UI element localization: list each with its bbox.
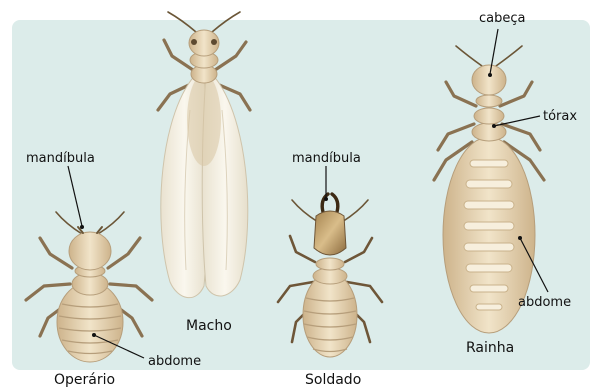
label-rainha-cabeca: cabeça <box>479 11 525 26</box>
label-soldado-mandibula: mandíbula <box>292 151 361 166</box>
label-rainha-abdome: abdome <box>518 295 571 310</box>
caption-operario: Operário <box>54 372 115 388</box>
caption-rainha: Rainha <box>466 340 514 356</box>
male-termite <box>158 12 250 298</box>
caption-macho: Macho <box>186 318 232 334</box>
label-operario-mandibula: mandíbula <box>26 151 95 166</box>
label-rainha-torax: tórax <box>543 109 577 124</box>
queen-termite <box>434 46 544 333</box>
label-operario-abdome: abdome <box>148 354 201 369</box>
caption-soldado: Soldado <box>305 372 361 388</box>
